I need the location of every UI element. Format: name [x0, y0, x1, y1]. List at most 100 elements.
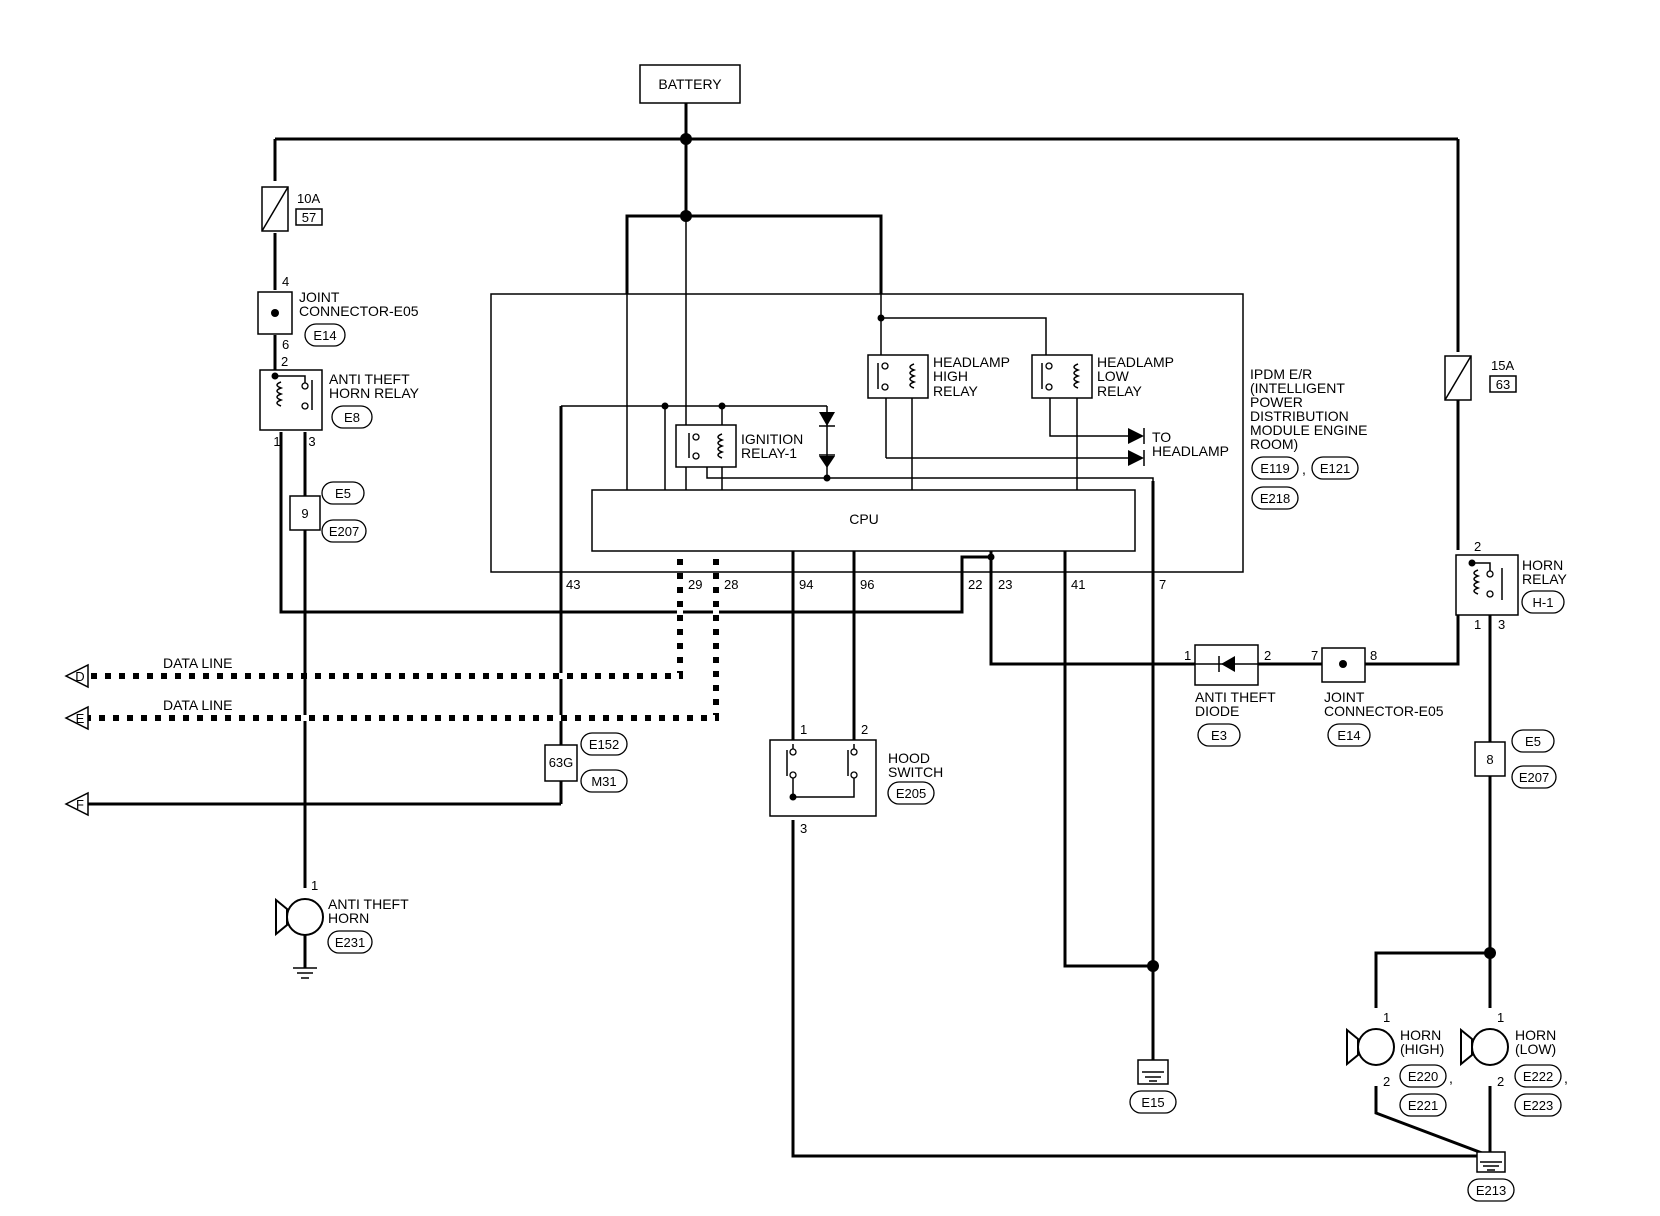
ipdm-code-2: E121	[1320, 461, 1350, 476]
horn-relay-label-1: HORN	[1522, 557, 1563, 573]
port-f: F	[64, 791, 89, 817]
fuse-10a-number: 57	[302, 210, 316, 225]
jc2-code: E14	[1337, 728, 1360, 743]
battery-box	[639, 64, 741, 104]
headlamp-high-relay-label-1: HEADLAMP	[933, 354, 1010, 370]
pin-96: 96	[860, 577, 874, 592]
horn-low-code-1: E222	[1523, 1069, 1553, 1084]
ipdm-diodes	[819, 412, 835, 468]
ath-label-1: ANTI THEFT	[328, 896, 409, 912]
ipdm-line-4: DISTRIBUTION	[1250, 408, 1349, 424]
fuse-10a: 10A 57	[261, 186, 323, 232]
ignition-relay: IGNITION RELAY-1	[675, 424, 803, 468]
cpu-label: CPU	[849, 511, 879, 527]
data-line-d-label: DATA LINE	[163, 655, 233, 671]
athr-code: E8	[344, 410, 360, 425]
diode-label-1: ANTI THEFT	[1195, 689, 1276, 705]
inline-9-code-2: E207	[329, 524, 359, 539]
to-headlamp: TO HEADLAMP	[1128, 428, 1229, 466]
ath-code: E231	[335, 935, 365, 950]
fuse-15a-amps: 15A	[1491, 358, 1514, 373]
horn-high-sep: ,	[1449, 1070, 1453, 1086]
headlamp-low-relay-label-2: LOW	[1097, 368, 1130, 384]
ground-e15: E15	[1129, 1059, 1177, 1114]
anti-theft-horn-relay: 2 1 3 ANTI THEFT HORN RELAY E8	[259, 354, 420, 449]
hood-pin-2: 2	[861, 722, 868, 737]
jc-pin-top: 4	[282, 274, 289, 289]
port-e-label: E	[76, 711, 85, 726]
ground-e213: E213	[1467, 1151, 1515, 1202]
athr-label-2: HORN RELAY	[329, 385, 420, 401]
to-headlamp-label-2: HEADLAMP	[1152, 443, 1229, 459]
headlamp-high-relay-label-3: RELAY	[933, 383, 979, 399]
data-line-d: D DATA LINE	[64, 655, 233, 689]
jc2-pin-right: 8	[1370, 648, 1377, 663]
joint-connector-code: E14	[313, 328, 336, 343]
horn-low-label-1: HORN	[1515, 1027, 1556, 1043]
joint-connector-label-1: JOINT	[299, 289, 340, 305]
joint-connector-left: 4 6 JOINT CONNECTOR-E05 E14	[257, 274, 419, 352]
inline-63g-pin: 63G	[549, 755, 574, 770]
hood-switch-label-2: SWITCH	[888, 764, 943, 780]
pin-23: 23	[998, 577, 1012, 592]
hh-pin-2: 2	[1383, 1074, 1390, 1089]
ipdm-code-sep: ,	[1302, 461, 1306, 477]
ipdm-line-1: IPDM E/R	[1250, 366, 1312, 382]
ground-e213-code: E213	[1476, 1183, 1506, 1198]
horn-relay-label-2: RELAY	[1522, 571, 1568, 587]
hr-pin-left: 1	[1474, 617, 1481, 632]
hl-pin-2: 2	[1497, 1074, 1504, 1089]
fuse-15a-number: 63	[1496, 377, 1510, 392]
ipdm-line-5: MODULE ENGINE	[1250, 422, 1367, 438]
hh-pin-1: 1	[1383, 1010, 1390, 1025]
hr-pin-top: 2	[1474, 539, 1481, 554]
port-f-label: F	[76, 797, 84, 812]
jc-pin-bottom: 6	[282, 337, 289, 352]
data-line-e-label: DATA LINE	[163, 697, 233, 713]
inline-63g-code-1: E152	[589, 737, 619, 752]
ipdm-label: IPDM E/R (INTELLIGENT POWER DISTRIBUTION…	[1250, 366, 1367, 510]
diode-pin-1: 1	[1184, 648, 1191, 663]
inline-9-code-1: E5	[335, 486, 351, 501]
horn-high: 1 2 HORN (HIGH) E220 , E221	[1346, 1010, 1453, 1117]
diode-label-2: DIODE	[1195, 703, 1239, 719]
to-headlamp-label-1: TO	[1152, 429, 1171, 445]
battery-label: BATTERY	[658, 76, 722, 92]
inline-connector-63g: 63G E152 M31	[544, 732, 628, 793]
horn-low: 1 2 HORN (LOW) E222 , E223	[1460, 1010, 1568, 1117]
inline-connector-8: 8 E5 E207	[1474, 729, 1557, 789]
fuse-10a-amps: 10A	[297, 191, 320, 206]
jc2-label-2: CONNECTOR-E05	[1324, 703, 1444, 719]
ipdm-code-3: E218	[1260, 491, 1290, 506]
pin-22: 22	[968, 577, 982, 592]
port-d-label: D	[75, 669, 84, 684]
anti-theft-horn: 1 ANTI THEFT HORN E231	[275, 878, 409, 979]
inline-8-code-2: E207	[1519, 770, 1549, 785]
athr-label-1: ANTI THEFT	[329, 371, 410, 387]
ipdm-outline	[490, 293, 1244, 573]
horn-relay-code: H-1	[1533, 595, 1554, 610]
horn-high-label-1: HORN	[1400, 1027, 1441, 1043]
headlamp-low-relay: HEADLAMP LOW RELAY	[1031, 354, 1174, 399]
data-line-e: E DATA LINE	[64, 697, 233, 731]
hood-pin-1: 1	[800, 722, 807, 737]
joint-connector-label-2: CONNECTOR-E05	[299, 303, 419, 319]
headlamp-low-relay-label-3: RELAY	[1097, 383, 1143, 399]
ipdm-code-1: E119	[1260, 461, 1289, 476]
athr-pin-left: 1	[273, 434, 280, 449]
data-line-wires	[88, 551, 719, 721]
joint-connector-right: 7 8 JOINT CONNECTOR-E05 E14	[1311, 647, 1444, 747]
horn-relay: 2 1 3 HORN RELAY H-1	[1455, 539, 1568, 632]
wiring	[85, 103, 1492, 1158]
hood-switch: 1 2 3 HOOD SWITCH E205	[769, 722, 943, 836]
horn-high-code-2: E221	[1408, 1098, 1438, 1113]
pin-29: 29	[688, 577, 702, 592]
headlamp-high-relay-label-2: HIGH	[933, 368, 968, 384]
ipdm-line-2: (INTELLIGENT	[1250, 380, 1345, 396]
diode-code: E3	[1211, 728, 1227, 743]
athr-pin-top: 2	[281, 354, 288, 369]
inline-9-pin: 9	[301, 506, 308, 521]
ath-pin-1: 1	[311, 878, 318, 893]
jc2-pin-left: 7	[1311, 648, 1318, 663]
